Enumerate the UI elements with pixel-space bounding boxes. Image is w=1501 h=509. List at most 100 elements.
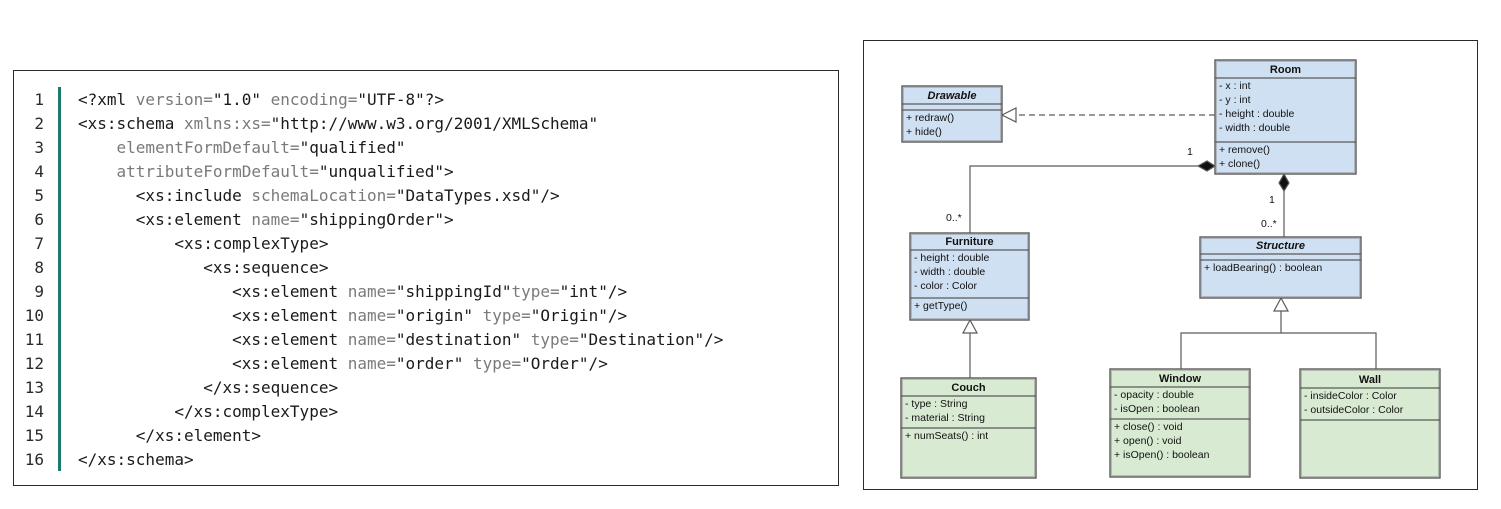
line-number: 14 <box>24 402 44 421</box>
class-box-inner-border <box>903 87 1001 141</box>
xml-tag: <xs:schema <box>78 114 184 133</box>
class-attribute: - type : String <box>905 398 968 410</box>
class-operation: + numSeats() : int <box>905 430 988 442</box>
xml-value: "UTF-8"?> <box>357 90 445 109</box>
class-attribute: - outsideColor : Color <box>1304 404 1404 416</box>
line-number: 16 <box>24 450 44 469</box>
xml-tag: </xs:element> <box>78 426 262 445</box>
code-text: <xs:include schemaLocation="DataTypes.xs… <box>78 184 560 208</box>
xml-attribute: type= <box>482 306 531 325</box>
inheritance-arrowhead-furniture <box>961 318 979 334</box>
class-box <box>909 232 1030 321</box>
gutter-divider <box>58 87 61 471</box>
xml-tag: <xs:element <box>78 282 348 301</box>
xml-value: "origin" <box>395 306 483 325</box>
class-operation: + open() : void <box>1114 435 1182 447</box>
xml-value: "order" <box>395 354 473 373</box>
xml-attribute: type= <box>530 330 579 349</box>
line-number: 9 <box>34 282 44 301</box>
line-number: 15 <box>24 426 44 445</box>
xml-tag: <xs:element <box>78 210 252 229</box>
class-box <box>1299 368 1441 479</box>
code-text: </xs:schema> <box>78 448 194 472</box>
class-operation: + hide() <box>906 126 942 138</box>
xml-value: "unqualified"> <box>318 162 454 181</box>
xml-tag: <xs:include <box>78 186 252 205</box>
code-text: <xs:element name="shippingOrder"> <box>78 208 454 232</box>
line-number: 13 <box>24 378 44 397</box>
class-name: Wall <box>1359 374 1381 386</box>
xml-attribute: xmlns:xs= <box>183 114 271 133</box>
code-text: <xs:complexType> <box>78 232 328 256</box>
xml-attribute: encoding= <box>270 90 358 109</box>
xml-attribute: type= <box>472 354 522 373</box>
xml-attribute: attributeFormDefault= <box>78 162 319 181</box>
class-wall: Wall - insideColor : Color - outsideColor … <box>1299 368 1441 479</box>
class-name: Furniture <box>945 236 993 248</box>
xml-value: "int"/> <box>559 282 628 301</box>
line-number: 5 <box>34 186 44 205</box>
class-attribute: - height : double <box>1219 108 1294 120</box>
class-attribute: - insideColor : Color <box>1304 390 1397 402</box>
xml-code-panel: 1 <?xml version="1.0" encoding="UTF-8"?> 2… <box>13 70 839 486</box>
xml-tag: </xs:schema> <box>78 450 194 469</box>
class-attribute: - width : double <box>914 266 985 278</box>
class-name: Window <box>1159 373 1201 385</box>
class-attribute: - material : String <box>905 412 985 424</box>
line-number: 8 <box>34 258 44 277</box>
line-number: 2 <box>34 114 44 133</box>
code-text: <xs:schema xmlns:xs="http://www.w3.org/2… <box>78 112 598 136</box>
class-name: Room <box>1270 64 1301 76</box>
class-operation: + getType() <box>914 300 967 312</box>
class-boxes: Drawable + redraw() + hide() Room- x : int-… <box>900 59 1441 479</box>
class-name: Structure <box>1256 240 1305 252</box>
class-box-inner-border <box>1216 61 1355 173</box>
inheritance-arrowhead-structure <box>1272 296 1290 312</box>
composition-diamond-structure <box>1278 172 1290 193</box>
xml-value: "1.0" <box>212 90 271 109</box>
xml-attribute: name= <box>347 306 396 325</box>
inheritance-line-window <box>1180 332 1377 369</box>
code-text: </xs:element> <box>78 424 261 448</box>
line-number: 12 <box>24 354 44 373</box>
xml-value: "Origin"/> <box>530 306 628 325</box>
class-drawable: Drawable + redraw() + hide() <box>901 85 1003 143</box>
xml-attribute: version= <box>135 90 213 109</box>
line-number: 10 <box>24 306 44 325</box>
xml-value: "shippingId" <box>395 282 512 301</box>
line-number: 11 <box>24 330 44 349</box>
class-attribute: - isOpen : boolean <box>1114 403 1200 415</box>
xml-value: "Order"/> <box>521 354 608 373</box>
class-attribute: - opacity : double <box>1114 389 1194 401</box>
xml-value: "Destination"/> <box>578 330 724 349</box>
code-text: </xs:complexType> <box>78 400 338 424</box>
class-box <box>1214 59 1357 175</box>
class-name: Drawable <box>928 90 977 102</box>
xml-tag: <xs:element <box>78 330 348 349</box>
xml-tag: </xs:sequence> <box>78 378 339 397</box>
code-text: <xs:sequence> <box>78 256 328 280</box>
class-furniture: Furniture - height : double - width : doub… <box>909 232 1030 321</box>
uml-diagram-panel: 1 0..* 1 0..* Drawable+ redraw()+ hide()… <box>863 40 1478 490</box>
class-operation: + redraw() <box>906 112 954 124</box>
class-operation: + close() : void <box>1114 421 1183 433</box>
class-name: Couch <box>951 382 986 394</box>
line-number: 1 <box>34 90 44 109</box>
xml-attribute: type= <box>511 282 560 301</box>
xml-tag: <xs:element <box>78 306 348 325</box>
class-box <box>1199 236 1362 299</box>
class-attribute: - width : double <box>1219 122 1290 134</box>
xml-attribute: name= <box>347 354 396 373</box>
xml-value: "destination" <box>395 330 531 349</box>
connectors <box>961 107 1377 378</box>
class-operation: + clone() <box>1219 158 1260 170</box>
xml-tag: <?xml <box>78 90 136 109</box>
mult-room-structure-structure: 0..* <box>1261 218 1277 230</box>
class-attribute: - height : double <box>914 252 989 264</box>
code-text: attributeFormDefault="unqualified"> <box>78 160 454 184</box>
code-text: <xs:element name="shippingId"type="int"/… <box>78 280 627 304</box>
class-operation: + remove() <box>1219 144 1270 156</box>
class-room: Room- x : int- y : int- height : double-… <box>1214 59 1357 175</box>
xml-attribute: name= <box>347 330 396 349</box>
class-box-inner-border <box>911 234 1028 319</box>
